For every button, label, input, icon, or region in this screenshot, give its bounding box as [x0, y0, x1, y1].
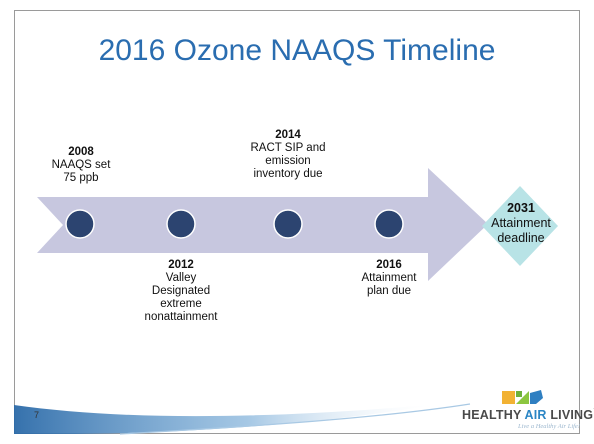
- milestone-2012-line-2: Designated: [151, 285, 211, 297]
- deadline-label: 2031 Attainment deadline: [479, 201, 563, 246]
- deadline-year: 2031: [507, 201, 535, 215]
- milestone-2012-label: 2012 Valley Designated extreme nonattain…: [133, 258, 229, 324]
- milestone-dot-2008: [65, 209, 95, 239]
- footer-swoosh: [14, 404, 440, 434]
- deadline-line-2: deadline: [497, 231, 545, 245]
- milestone-dot-2014: [273, 209, 303, 239]
- milestone-2008-year: 2008: [68, 146, 94, 158]
- slide-title: 2016 Ozone NAAQS Timeline: [98, 34, 496, 67]
- milestone-2014-line-2: emission: [265, 155, 311, 167]
- healthy-air-living-logo: HEALTHY AIR LIVING™ Live a Healthy Air L…: [462, 386, 594, 434]
- deadline-line-1: Attainment: [491, 216, 551, 230]
- milestone-2008-line-1: NAAQS set: [51, 159, 111, 171]
- logo-icon: [502, 390, 543, 404]
- milestone-2008-label: 2008 NAAQS set 75 ppb: [35, 145, 127, 185]
- milestone-dot-2016: [374, 209, 404, 239]
- milestone-2014-line-1: RACT SIP and: [250, 142, 326, 154]
- milestone-2012-year: 2012: [168, 259, 194, 271]
- logo-word-healthy: HEALTHY: [462, 408, 522, 422]
- milestone-2016-year: 2016: [376, 259, 402, 271]
- deadline-diamond: [482, 186, 558, 266]
- page-number: 7: [34, 410, 40, 420]
- timeline-arrow: [37, 168, 488, 281]
- milestone-2014-label: 2014 RACT SIP and emission inventory due: [240, 128, 336, 181]
- logo-wordmark: HEALTHY AIR LIVING™: [462, 408, 594, 422]
- milestone-2012-line-3: extreme: [160, 298, 202, 310]
- logo-word-air: AIR: [524, 408, 547, 422]
- milestone-2016-label: 2016 Attainment plan due: [345, 258, 433, 298]
- footer-swoosh-line: [119, 403, 471, 435]
- logo-word-living: LIVING: [550, 408, 594, 422]
- milestone-2016-line-2: plan due: [366, 285, 412, 297]
- milestone-2014-line-3: inventory due: [253, 168, 323, 180]
- milestone-2012-line-4: nonattainment: [144, 311, 218, 323]
- milestone-2012-line-1: Valley: [165, 272, 197, 284]
- milestone-dot-2012: [166, 209, 196, 239]
- milestone-2016-line-1: Attainment: [361, 272, 417, 284]
- logo-tagline: Live a Healthy Air Life!: [518, 423, 580, 430]
- milestone-2014-year: 2014: [275, 129, 301, 141]
- milestone-2008-line-2: 75 ppb: [63, 172, 99, 184]
